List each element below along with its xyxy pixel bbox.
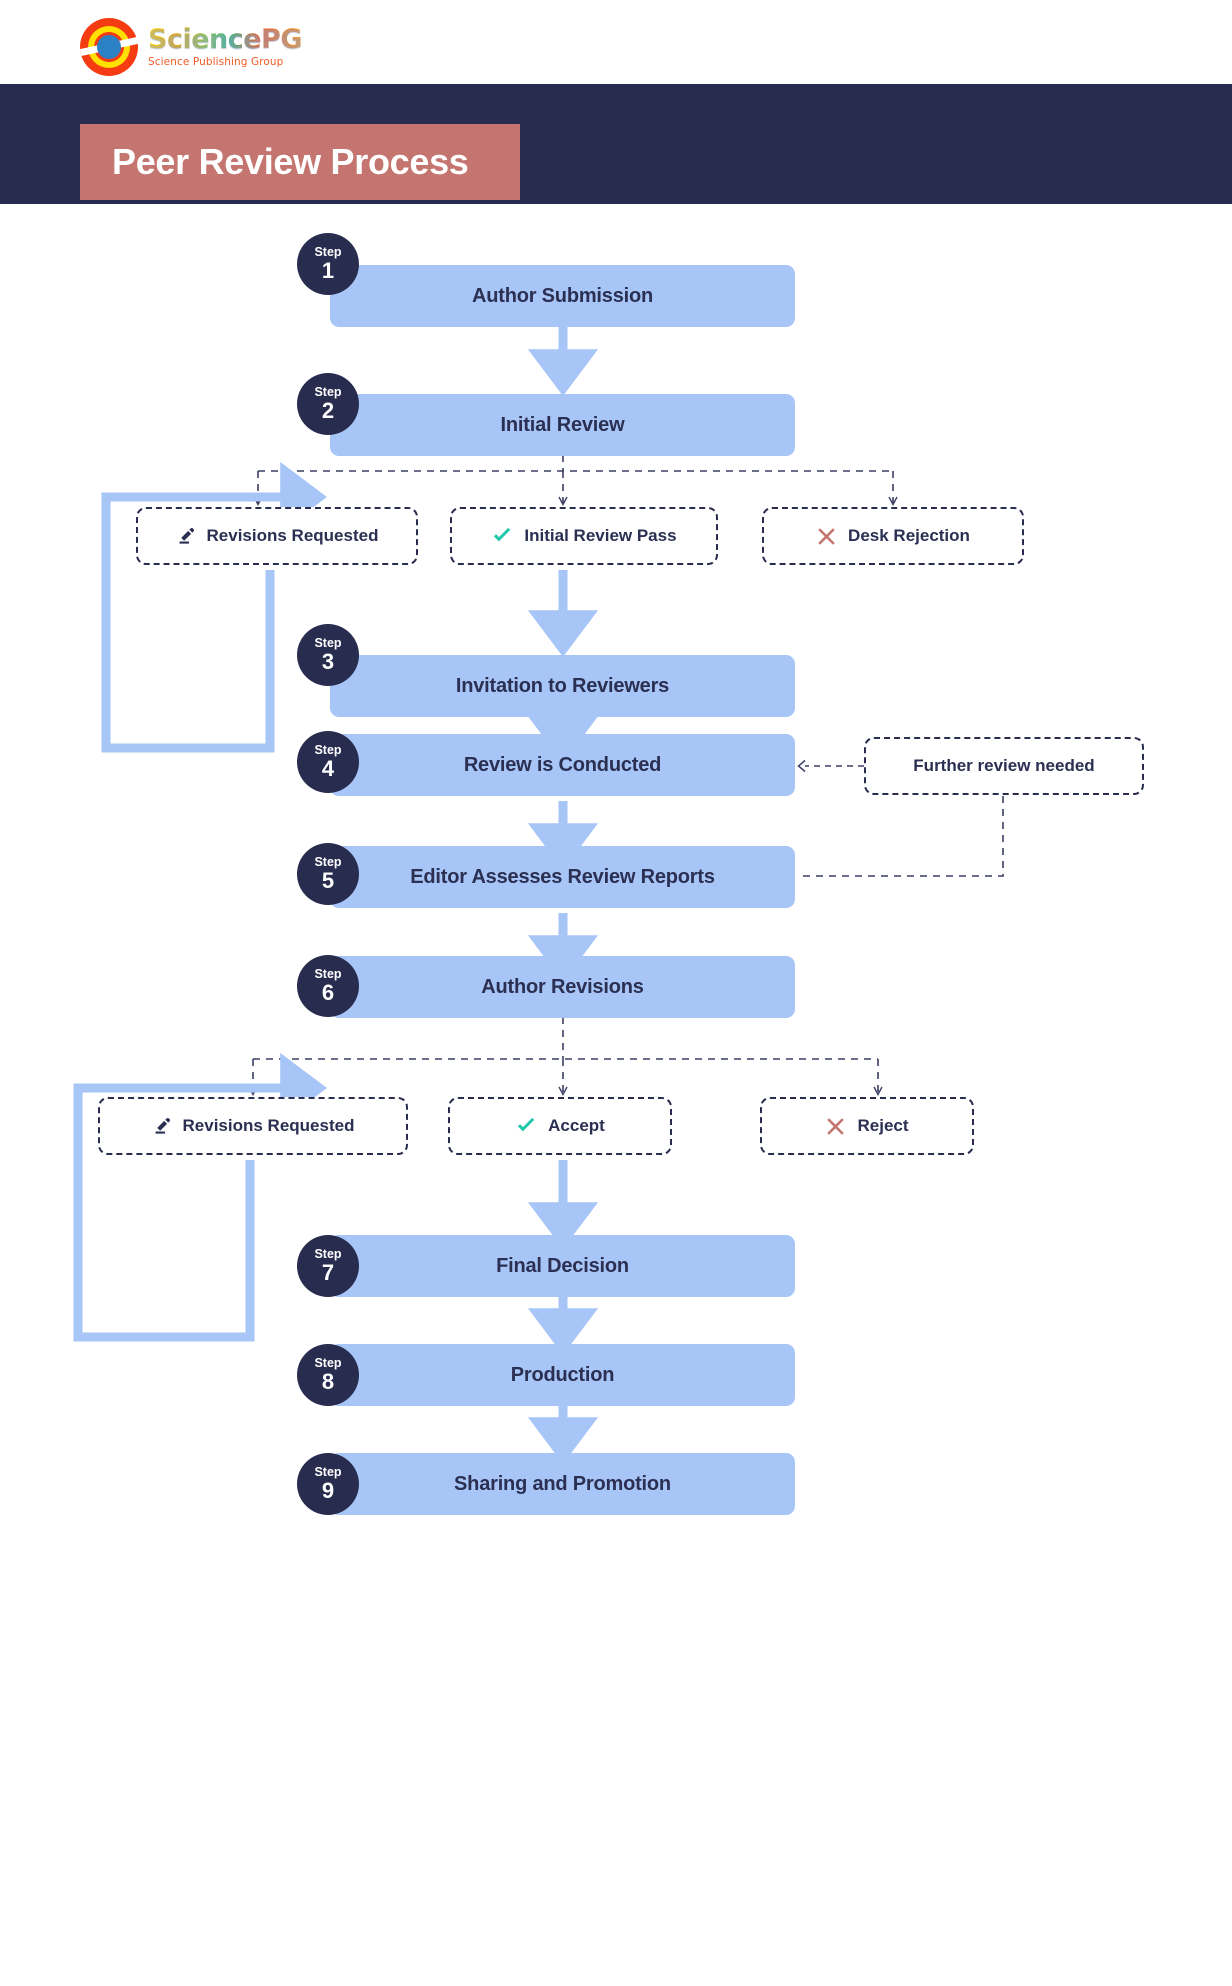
sciencepg-logo-icon [79, 18, 139, 76]
step-badge-number: 1 [321, 257, 335, 283]
brand-logo[interactable]: SciencePG Science Publishing Group [79, 18, 303, 76]
step-node-initial-review[interactable]: Initial Review [330, 394, 795, 456]
step-badge-word: Step [314, 1356, 342, 1371]
step-node-production[interactable]: Production [330, 1344, 795, 1406]
step-badge-number: 5 [321, 867, 335, 893]
step-badge-number: 2 [321, 397, 335, 423]
page-title: Peer Review Process [112, 141, 469, 182]
step-node-sharing-and-promotion[interactable]: Sharing and Promotion [330, 1453, 795, 1515]
decision-revisions-requested-1[interactable]: Revisions Requested [136, 507, 418, 565]
step-node-author-submission[interactable]: Author Submission [330, 265, 795, 327]
step-badge-1: Step 1 [297, 233, 359, 295]
decision-revisions-requested-2[interactable]: Revisions Requested [98, 1097, 408, 1155]
step-badge-6: Step 6 [297, 955, 359, 1017]
step-node-final-decision[interactable]: Final Decision [330, 1235, 795, 1297]
pencil-icon [152, 1116, 172, 1136]
side-note-further-review-needed[interactable]: Further review needed [864, 737, 1144, 795]
step-label: Editor Assesses Review Reports [410, 865, 715, 888]
step-badge-7: Step 7 [297, 1235, 359, 1297]
decision-label: Revisions Requested [182, 1116, 355, 1135]
step-label: Production [510, 1363, 615, 1386]
cross-icon [816, 526, 837, 547]
decision-label: Revisions Requested [206, 526, 379, 545]
step-badge-9: Step 9 [297, 1453, 359, 1515]
decision-label: Accept [548, 1116, 605, 1135]
step-badge-word: Step [314, 967, 342, 982]
step-badge-number: 6 [321, 979, 335, 1005]
decision-label: Reject [857, 1116, 909, 1135]
step-label: Author Submission [471, 284, 654, 307]
brand-name: SciencePG [148, 23, 303, 55]
step-badge-2: Step 2 [297, 373, 359, 435]
step-badge-word: Step [314, 385, 342, 400]
step-badge-number: 9 [321, 1477, 335, 1503]
decision-accept[interactable]: Accept [448, 1097, 672, 1155]
check-icon [491, 525, 513, 547]
brand-tagline: Science Publishing Group [148, 56, 284, 69]
title-chip: Peer Review Process [80, 124, 520, 200]
step-node-editor-assesses-review-reports[interactable]: Editor Assesses Review Reports [330, 846, 795, 908]
side-note-label: Further review needed [913, 756, 1095, 775]
step-badge-word: Step [314, 1465, 342, 1480]
step-badge-5: Step 5 [297, 843, 359, 905]
decision-reject[interactable]: Reject [760, 1097, 974, 1155]
flow-connectors [73, 327, 1004, 1464]
step-badge-word: Step [314, 1247, 342, 1262]
pencil-icon [176, 526, 196, 546]
flowchart-canvas: Step 1 Author Submission Step 2 Initial … [0, 204, 1232, 1986]
step-badge-number: 4 [321, 755, 335, 781]
step-label: Author Revisions [481, 975, 644, 998]
step-badge-word: Step [314, 245, 342, 260]
step-badge-3: Step 3 [297, 624, 359, 686]
cross-icon [825, 1116, 846, 1137]
step-badge-number: 3 [321, 648, 335, 674]
step-label: Sharing and Promotion [454, 1472, 671, 1495]
decision-initial-review-pass[interactable]: Initial Review Pass [450, 507, 718, 565]
step-node-review-is-conducted[interactable]: Review is Conducted [330, 734, 795, 796]
decision-label: Desk Rejection [848, 526, 970, 545]
step-label: Invitation to Reviewers [455, 674, 670, 697]
check-icon [515, 1115, 537, 1137]
step-label: Initial Review [500, 413, 625, 436]
step-badge-number: 7 [321, 1259, 335, 1285]
step-badge-number: 8 [321, 1368, 335, 1394]
step-label: Final Decision [496, 1254, 629, 1277]
step-node-invitation-to-reviewers[interactable]: Invitation to Reviewers [330, 655, 795, 717]
decision-label: Initial Review Pass [524, 526, 677, 545]
step-badge-word: Step [314, 636, 342, 651]
decision-desk-rejection[interactable]: Desk Rejection [762, 507, 1024, 565]
step-badge-word: Step [314, 855, 342, 870]
step-label: Review is Conducted [463, 753, 662, 776]
step-badge-8: Step 8 [297, 1344, 359, 1406]
step-node-author-revisions[interactable]: Author Revisions [330, 956, 795, 1018]
step-badge-word: Step [314, 743, 342, 758]
brand-text: SciencePG Science Publishing Group [148, 23, 303, 69]
step-badge-4: Step 4 [297, 731, 359, 793]
